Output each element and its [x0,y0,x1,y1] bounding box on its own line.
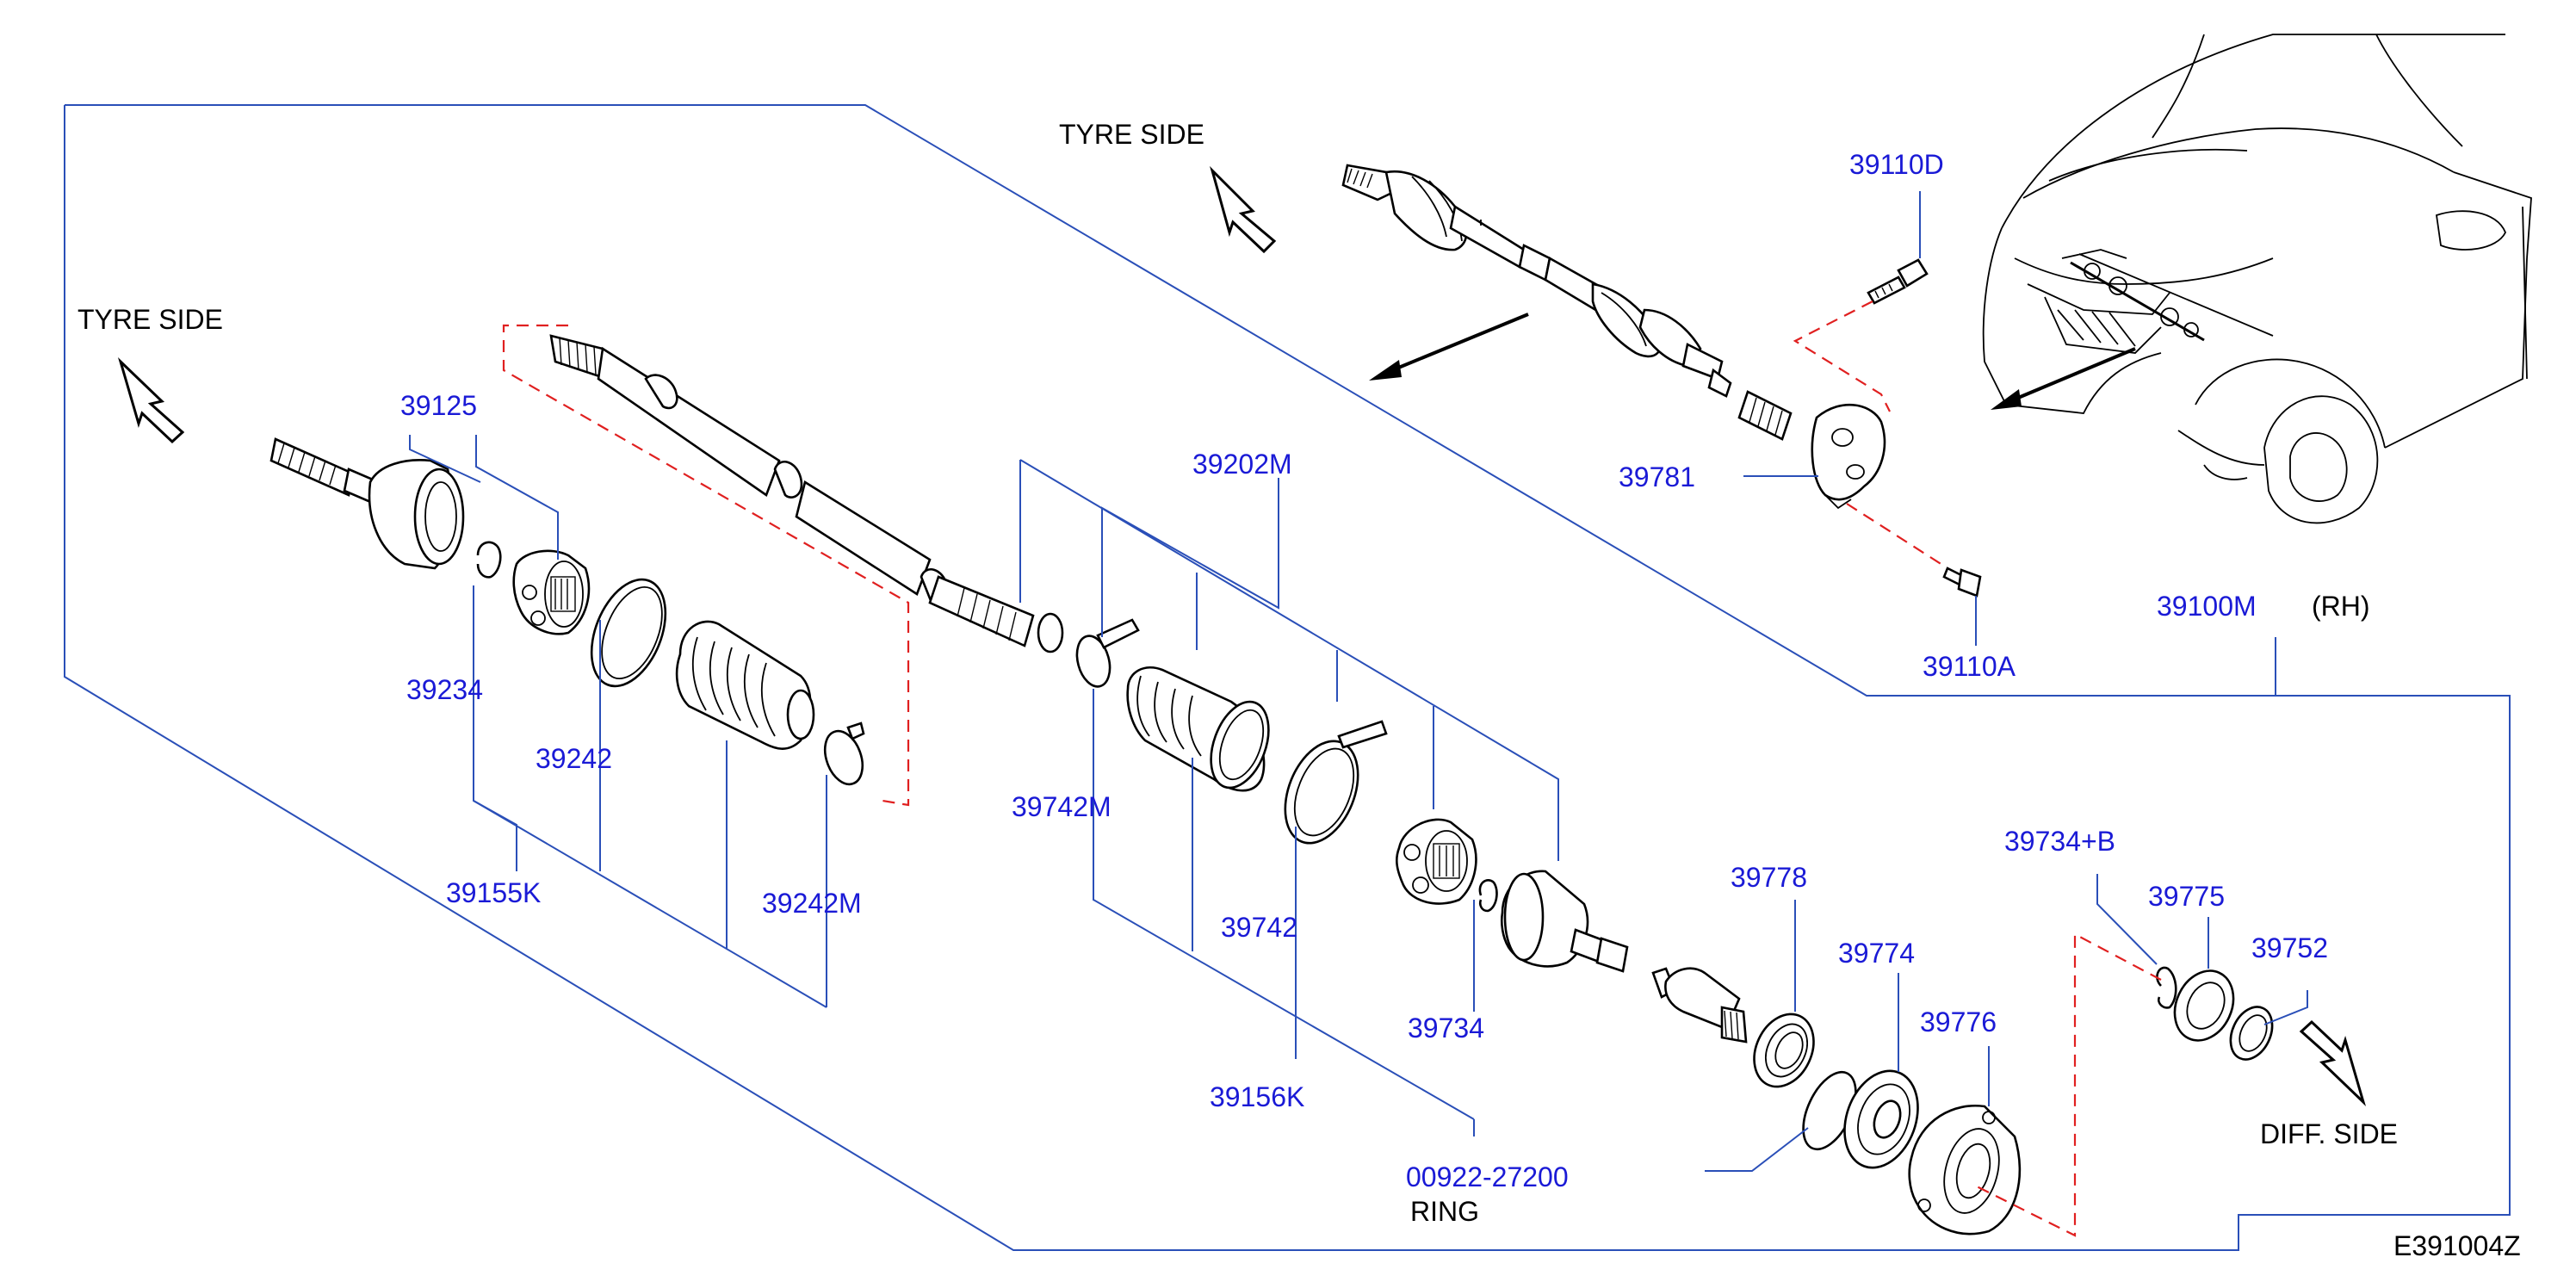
part-number-39734B[interactable]: 39734+B [2004,826,2115,857]
part-number-39776[interactable]: 39776 [1920,1006,1997,1037]
part-number-39100M[interactable]: 39100M [2157,591,2257,622]
bolt-39110D [1867,258,1929,305]
drive-shaft-assembly [1341,164,1793,441]
guide-shaft [502,324,910,807]
rh-label: (RH) [2312,591,2370,622]
part-number-39742[interactable]: 39742 [1221,912,1297,943]
part-number-39155K[interactable]: 39155K [446,877,541,908]
part-number-39781[interactable]: 39781 [1619,461,1695,492]
ring-label: RING [1410,1196,1479,1227]
car-shaft-arrow [1991,347,2136,410]
band-39742M [1075,618,1140,688]
part-number-39775[interactable]: 39775 [2148,881,2225,912]
guide-diff-side [1971,932,2162,1237]
circlip-39234 [476,541,502,579]
tyre-side-arrow-left [117,357,185,444]
part-number-39242[interactable]: 39242 [536,743,612,774]
guide-39110D [1793,300,1891,412]
circlip-39734B [2156,966,2177,1009]
bolt-39110A [1942,567,1982,598]
bearing-cage [512,549,591,635]
diff-side-arrow [2299,1019,2367,1106]
seal-39775 [2173,969,2235,1042]
diff-side-label: DIFF. SIDE [2260,1118,2398,1149]
seal-39752 [2229,1006,2274,1061]
leaders-right [1705,637,2308,1172]
circlip-39734 [1478,878,1498,913]
boot [675,620,815,750]
boot-band-39242M [823,722,865,786]
part-number-39110D[interactable]: 39110D [1849,149,1944,180]
leaders-middle [1019,459,1559,1136]
housing [1500,870,1629,973]
part-number-39778[interactable]: 39778 [1731,862,1807,893]
tyre-side-arrow-top [1210,165,1277,254]
part-number-39156K[interactable]: 39156K [1210,1081,1304,1112]
bracket-39781 [1811,403,1886,510]
seal-39778 [1753,1013,1815,1088]
leaders-left [409,435,827,1008]
part-number-39742M[interactable]: 39742M [1012,791,1112,822]
part-number-39242M[interactable]: 39242M [762,888,862,919]
tripod-bearing [1395,818,1477,905]
part-number-39234[interactable]: 39234 [406,674,483,705]
part-number-39734[interactable]: 39734 [1408,1013,1484,1044]
part-number-39202M[interactable]: 39202M [1192,449,1292,480]
band-39742 [1284,720,1388,845]
outer-joint-39125 [269,437,465,570]
shaft-39202M [549,334,1064,653]
part-number-39752[interactable]: 39752 [2251,932,2328,963]
bearing-39774 [1843,1069,1919,1169]
shaft-direction-arrow [1369,313,1529,381]
assembly-boundary [64,104,2511,1251]
part-number-39125[interactable]: 39125 [400,390,477,421]
part-number-39110A[interactable]: 39110A [1923,651,2016,682]
tyre-side-label-top: TYRE SIDE [1059,119,1204,150]
part-number-39774[interactable]: 39774 [1838,938,1915,969]
bearing-housing-39776 [1908,1104,2022,1236]
vehicle-illustration [1982,34,2532,524]
tyre-side-label-left: TYRE SIDE [77,304,223,335]
part-number-00922-27200[interactable]: 00922-27200 [1406,1161,1569,1192]
guide-39781 [1846,503,1955,573]
boot-band-39242 [590,578,667,688]
boot-inner [1126,666,1270,792]
figure-code: E391004Z [2393,1230,2521,1261]
stub-shaft [1651,967,1748,1044]
